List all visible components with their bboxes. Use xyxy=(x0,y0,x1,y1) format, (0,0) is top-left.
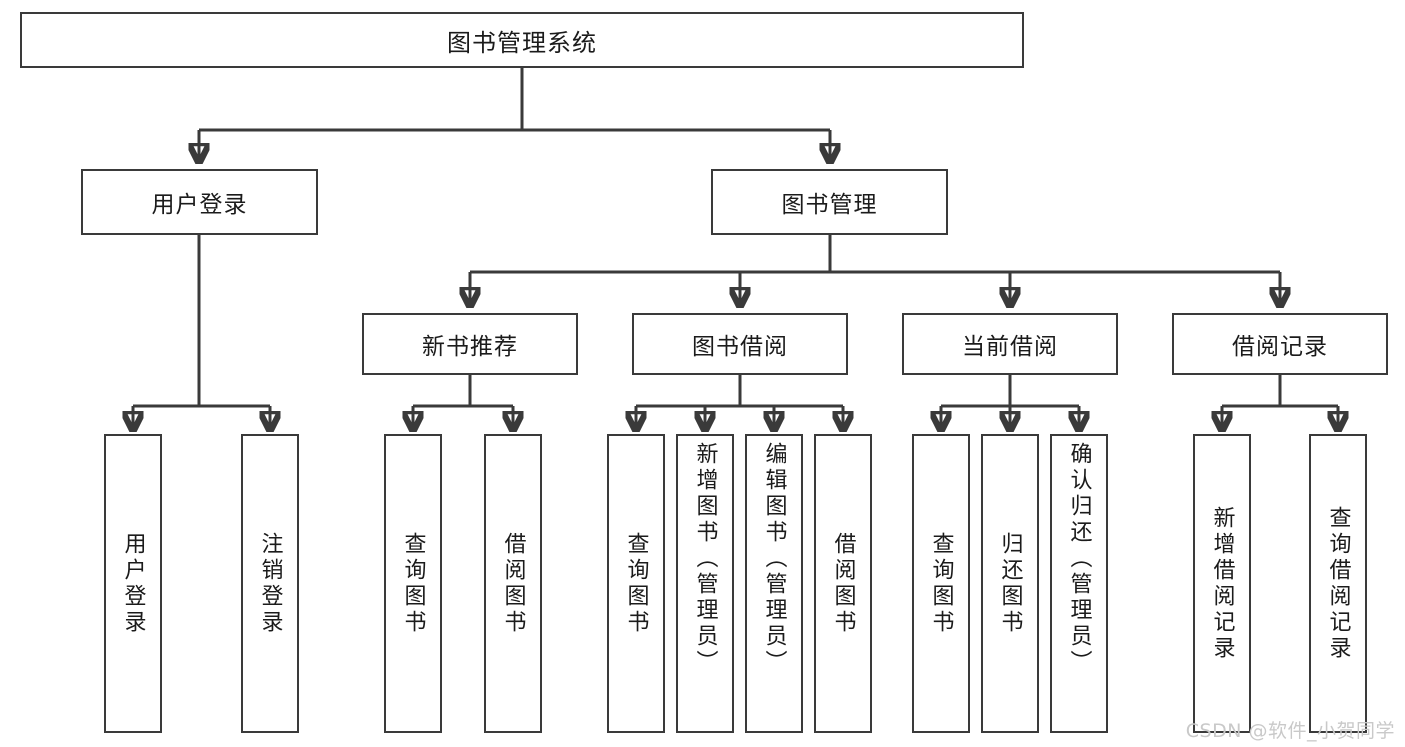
leaf-new-book-query[interactable]: 查询图书 xyxy=(384,434,442,733)
leaf-label: 新增借阅记录 xyxy=(1209,505,1235,662)
leaf-new-book-borrow[interactable]: 借阅图书 xyxy=(484,434,542,733)
node-current-borrow[interactable]: 当前借阅 xyxy=(902,313,1118,375)
leaf-borrow-record-add[interactable]: 新增借阅记录 xyxy=(1193,434,1251,733)
leaf-label: 查询图书 xyxy=(400,531,426,636)
leaf-label: 归还图书 xyxy=(997,531,1023,636)
leaf-user-login-signin[interactable]: 用户登录 xyxy=(104,434,162,733)
node-book-borrow[interactable]: 图书借阅 xyxy=(632,313,848,375)
leaf-label: 用户登录 xyxy=(120,531,146,636)
leaf-book-borrow-edit[interactable]: 编辑图书（管理员） xyxy=(745,434,803,733)
node-user-login[interactable]: 用户登录 xyxy=(81,169,318,235)
leaf-label: 借阅图书 xyxy=(830,531,856,636)
node-book-management[interactable]: 图书管理 xyxy=(711,169,948,235)
leaf-label: 注销登录 xyxy=(257,531,283,636)
leaf-user-login-signout[interactable]: 注销登录 xyxy=(241,434,299,733)
leaf-label: 查询图书 xyxy=(928,531,954,636)
leaf-label: 查询图书 xyxy=(623,531,649,636)
leaf-book-borrow-lend[interactable]: 借阅图书 xyxy=(814,434,872,733)
leaf-current-borrow-query[interactable]: 查询图书 xyxy=(912,434,970,733)
leaf-label: 借阅图书 xyxy=(500,531,526,636)
node-root-system[interactable]: 图书管理系统 xyxy=(20,12,1024,68)
leaf-current-borrow-return[interactable]: 归还图书 xyxy=(981,434,1039,733)
watermark-text: CSDN @软件_小贺同学 xyxy=(1185,720,1395,742)
leaf-label: 新增图书（管理员） xyxy=(692,442,718,676)
leaf-book-borrow-add[interactable]: 新增图书（管理员） xyxy=(676,434,734,733)
leaf-current-borrow-confirm-return[interactable]: 确认归还（管理员） xyxy=(1050,434,1108,733)
leaf-book-borrow-query[interactable]: 查询图书 xyxy=(607,434,665,733)
node-new-book-recommend[interactable]: 新书推荐 xyxy=(362,313,578,375)
leaf-label: 编辑图书（管理员） xyxy=(761,442,787,676)
leaf-label: 查询借阅记录 xyxy=(1325,505,1351,662)
leaf-label: 确认归还（管理员） xyxy=(1066,442,1092,676)
leaf-borrow-record-query[interactable]: 查询借阅记录 xyxy=(1309,434,1367,733)
node-borrow-record[interactable]: 借阅记录 xyxy=(1172,313,1388,375)
